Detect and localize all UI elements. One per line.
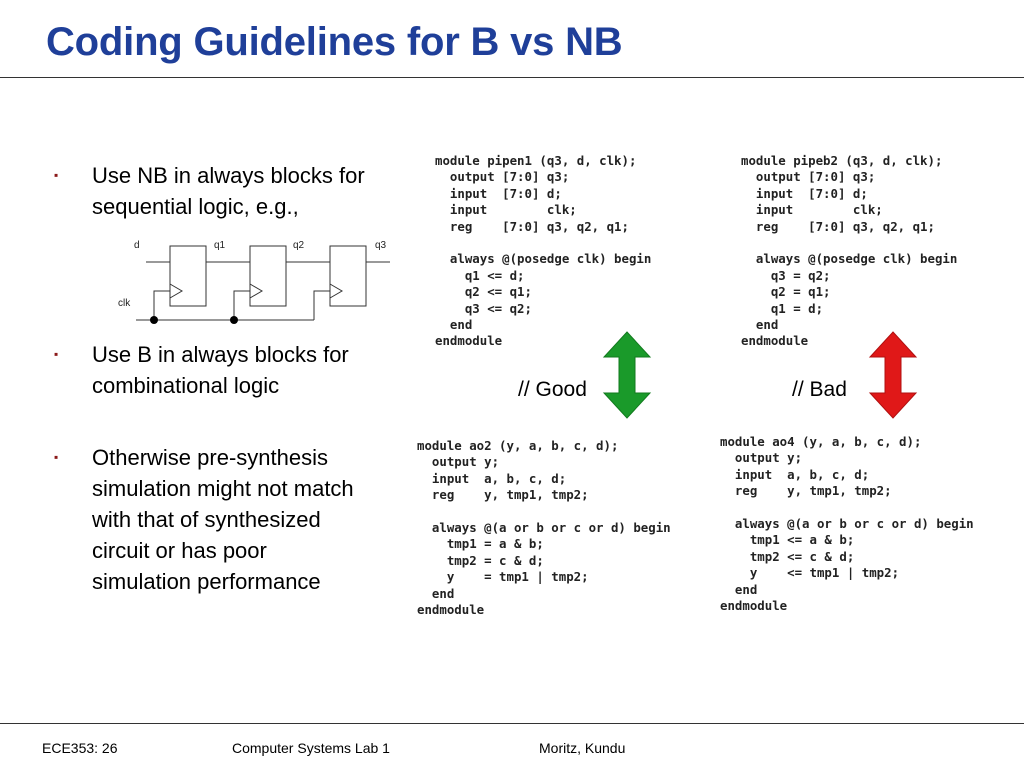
slide-title: Coding Guidelines for B vs NB [46,20,623,64]
label-clk: clk [118,298,131,309]
bad-label: // Bad [792,378,847,401]
code-pipen1: module pipen1 (q3, d, clk); output [7:0]… [435,153,652,349]
footer-authors: Moritz, Kundu [539,740,626,756]
footer-course: ECE353: 26 [42,740,118,756]
label-q2: q2 [293,240,305,251]
good-label: // Good [518,378,587,401]
bullet-item: ▪ Otherwise pre-synthesis simulation mig… [54,442,424,597]
bullet-text: Use NB in always blocks for sequential l… [92,163,365,219]
bullet-item: ▪ Use B in always blocks for combination… [54,339,424,401]
bullet-marker: ▪ [54,168,59,182]
code-pipeb2: module pipeb2 (q3, d, clk); output [7:0]… [741,153,958,349]
bullet-text: Use B in always blocks for combinational… [92,342,349,398]
label-q1: q1 [214,240,226,251]
title-divider [0,77,1024,78]
junction-dot [230,316,238,324]
good-double-arrow-icon [602,331,652,419]
footer-divider [0,723,1024,724]
label-q3: q3 [375,240,387,251]
code-ao2: module ao2 (y, a, b, c, d); output y; in… [417,438,671,618]
bullet-text: Otherwise pre-synthesis simulation might… [92,445,354,594]
flip-flop-1 [169,245,207,307]
bullet-marker: ▪ [54,450,59,464]
bad-double-arrow-icon [868,331,918,419]
footer-lab: Computer Systems Lab 1 [232,740,390,756]
flip-flop-2 [249,245,287,307]
code-ao4: module ao4 (y, a, b, c, d); output y; in… [720,434,974,614]
junction-dot [150,316,158,324]
bullet-marker: ▪ [54,347,59,361]
flip-flop-3 [329,245,367,307]
pipeline-circuit-diagram: d q1 q2 q3 clk [118,240,390,324]
label-d: d [134,240,140,251]
bullet-item: ▪ Use NB in always blocks for sequential… [54,160,424,222]
